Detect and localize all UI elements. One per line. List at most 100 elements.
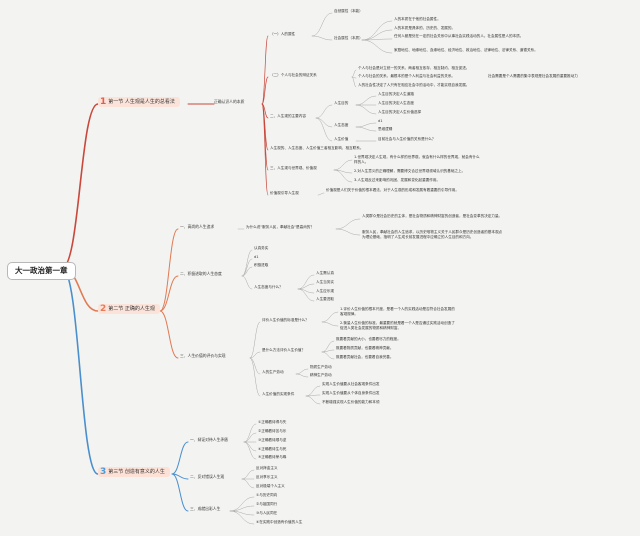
connector-line <box>241 275 253 290</box>
connector-line <box>321 321 339 327</box>
topic-values-guide[interactable]: 价值观引导人生观 <box>270 191 299 195</box>
leaf[interactable]: 个人与社会的关系，最根本的是个人利益与社会利益的关系。 <box>358 74 456 78</box>
leaf[interactable]: 人的社会性决定了人只有在相应社会中的活动中，才能实现自我发展。 <box>358 83 470 87</box>
leaf[interactable]: ④正确看待生与死 <box>258 447 287 451</box>
section-label: 第一节 人生观是人生的总看法 <box>108 99 175 105</box>
connector-line <box>243 441 257 460</box>
connector-line <box>261 76 269 105</box>
topic-contradictions[interactable]: 一、辩证对待人生矛盾 <box>190 437 228 442</box>
topic-positive-attitude[interactable]: 二、积极进取的人生态度 <box>180 271 222 276</box>
leaf[interactable]: 1.评价人生价值的根本尺度，是看一个人的实践活动是否符合社会发展的客观规律。 <box>340 307 455 316</box>
topic-brilliant-life[interactable]: 三、成就出彩人生 <box>190 506 221 511</box>
leaf[interactable]: 2.衡量人生价值的标准，最重要的就是看一个人是否通过实践活动创造了促进人类社会发… <box>340 321 455 330</box>
connector-line <box>261 103 269 171</box>
leaf[interactable]: 人生要进取 <box>316 297 334 301</box>
leaf[interactable]: 精神生产劳动 <box>310 373 332 377</box>
connector-line <box>361 38 393 41</box>
leaf[interactable]: ②正确看待苦与乐 <box>258 429 287 433</box>
leaf[interactable]: 2.对人生意义的正确理解，需要博文合过世界观领域认识的基础之上。 <box>354 169 466 173</box>
connector-line <box>243 432 257 443</box>
leaf[interactable]: 反对拜金主义 <box>256 466 278 470</box>
leaf[interactable]: ②与祖国同行 <box>256 502 278 506</box>
connector-line <box>261 35 269 105</box>
topic-human-nature[interactable]: 正确认识人的本质 <box>214 99 245 104</box>
item-life-attitude[interactable]: 人生态度 <box>334 123 349 127</box>
leaf[interactable]: 人生目的决定人生道路 <box>378 92 414 96</box>
leaf[interactable]: 积极进取 <box>254 263 269 267</box>
leaf[interactable]: d1 <box>254 255 259 259</box>
item-noble-why[interactable]: 为什么说"服务人民，奉献社会"是高尚的？ <box>246 225 314 229</box>
leaf[interactable]: 既要看物质贡献，也要看精神贡献。 <box>336 346 394 350</box>
leaf[interactable]: d1 <box>378 119 383 123</box>
leaf[interactable]: 实现人生价值要从个体自身条件出发 <box>322 391 380 395</box>
item-evaluation-standard[interactable]: 评价人生价值的标准是什么？ <box>262 318 309 322</box>
leaf[interactable]: 人的本质是具体的、历史的、发展的。 <box>394 26 456 30</box>
leaf[interactable]: 认真务实 <box>254 246 269 250</box>
item-evaluation-method[interactable]: 是什么方法评价人生价值？ <box>262 348 306 352</box>
topic-value-evaluation[interactable]: 三、人生价值的评价与实现 <box>180 353 226 358</box>
topic-worldview[interactable]: 三、人生观与世界观、价值观 <box>270 166 317 170</box>
leaf[interactable]: ①与历史同向 <box>256 493 278 497</box>
connector-line <box>159 275 179 312</box>
leaf[interactable]: 价值观是人们关于价值的根本看法，对于人生观的形成和发展有着重要的引导作用。 <box>326 188 459 192</box>
item-attitude-what[interactable]: 人生态度与什么？ <box>254 285 283 289</box>
leaf[interactable]: 思维逻辑 <box>378 127 393 131</box>
leaf[interactable]: 人生目的决定人生态度 <box>378 101 414 105</box>
leaf[interactable]: 反对享乐主义 <box>256 475 278 479</box>
topic-oppose-wrong[interactable]: 二、反对错误人生观 <box>190 474 225 479</box>
connector-line <box>335 218 361 230</box>
leaf[interactable]: ①正确看待得与失 <box>258 420 287 424</box>
leaf[interactable]: 不断增强实现人生价值的能力和本领 <box>322 400 380 404</box>
connector-line <box>249 321 261 359</box>
item-social-attribute[interactable]: 社会属性（本质） <box>334 36 363 40</box>
leaf[interactable]: 人生需认真 <box>316 271 334 275</box>
item-natural-attribute[interactable]: 自然属性（本能） <box>334 9 363 13</box>
leaf[interactable]: ⑤正确看待荣与辱 <box>258 455 287 459</box>
item-realization[interactable]: 人生价值的实现条件 <box>262 392 295 396</box>
leaf[interactable]: ④在实践中创造有价值的人生 <box>256 520 303 524</box>
leaf[interactable]: 社会需要是个人需要的集中表现是社会发展的重要推动力 <box>488 74 578 78</box>
leaf[interactable]: 服务人民，奉献社会的人生追求，以历史唯物主义关于人民群众是历史创造者的基本观点为… <box>362 230 503 239</box>
leaf[interactable]: ③正确看待顺与逆 <box>258 438 287 442</box>
leaf[interactable]: 实现人生价值要从社会客观条件出发 <box>322 382 380 386</box>
connector-line <box>229 510 255 525</box>
topic-attributes[interactable]: （一）人的属性 <box>270 32 296 36</box>
leaf[interactable]: 人生目的决定人生价值选择 <box>378 110 422 114</box>
leaf[interactable]: 1.世界观决定人生观，有什么样的世界观，就会有什么样的世界观，就会有什么样的人。 <box>354 155 480 164</box>
leaf[interactable]: 任何人都是处在一定的社会关系中从事社会实践活动的人。社会属性是人的本质。 <box>394 34 524 38</box>
leaf[interactable]: 人生当务实 <box>316 280 334 284</box>
connector-line <box>61 103 99 269</box>
topic-noble-pursuit[interactable]: 一、高尚的人生追求 <box>180 224 215 229</box>
leaf[interactable]: 个人与社会是对立统一的关系，两者相互依存、相互制约、相互促进。 <box>358 66 470 70</box>
connector-line <box>315 117 333 142</box>
connector-line <box>311 35 333 41</box>
leaf[interactable]: 既要看贡献的大小，也要看尽力的程度。 <box>336 337 401 341</box>
topic-individual-society[interactable]: （二）个人与社会的辩证关系 <box>270 73 317 77</box>
item-labor[interactable]: 人的生产劳动 <box>262 370 284 374</box>
leaf[interactable]: 家庭地位、地缘地位、血缘地位、经济地位、政治地位、法律地位、法律关系、道德关系。 <box>394 48 538 52</box>
leaf[interactable]: 人生应乐观 <box>316 289 334 293</box>
topic-three-relation[interactable]: 人生观的、人生态度、人生价值三者相互影响、相互联系。 <box>270 146 364 150</box>
leaf[interactable]: 人的本质在于他的社会属性。 <box>394 17 441 21</box>
item-life-goal[interactable]: 人生目的 <box>334 101 349 105</box>
section-number: 3 <box>100 467 107 477</box>
leaf[interactable]: 目前社会与人生价值的关系是什么？ <box>378 137 436 141</box>
connector-line <box>321 351 335 360</box>
leaf[interactable]: 反对极端个人主义 <box>256 484 285 488</box>
item-life-value[interactable]: 人生价值 <box>334 137 349 141</box>
connector-line <box>261 103 269 196</box>
connector-line <box>315 104 333 119</box>
leaf[interactable]: 物质生产劳动 <box>310 365 332 369</box>
central-topic[interactable]: 大一政治第一章 <box>7 262 76 280</box>
topic-outlook-content[interactable]: 二、人生观的主要内容 <box>270 114 306 118</box>
leaf[interactable]: 3.人生观反过来影响的巩固、发展和变化起重要作用。 <box>354 178 441 182</box>
leaf[interactable]: 既要看贡献社会，也要看自我完善。 <box>336 355 394 359</box>
leaf[interactable]: ③与人民同在 <box>256 511 278 515</box>
leaf[interactable]: 人类群众是社会历史的主体，是社会物质和精神财富的创造者，是社会变革的决定力量。 <box>362 214 503 218</box>
connector-line <box>321 311 339 323</box>
